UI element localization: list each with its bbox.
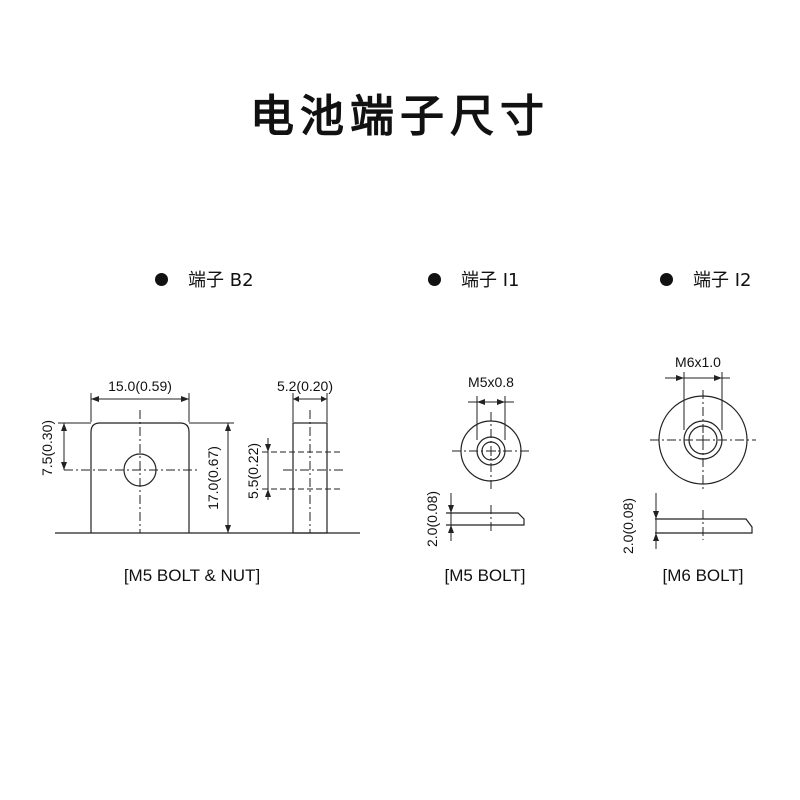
dimension-half-height: 7.5(0.30) bbox=[39, 420, 55, 476]
terminal-heading-i1: 端子 I1 bbox=[428, 266, 519, 292]
terminal-b2-caption: [M5 BOLT & NUT] bbox=[124, 566, 260, 585]
terminal-heading-label: 端子 I2 bbox=[693, 270, 752, 291]
dimension-thickness: 2.0(0.08) bbox=[424, 491, 440, 547]
dimension-height: 17.0(0.67) bbox=[205, 446, 221, 510]
terminal-heading-label: 端子 I1 bbox=[461, 270, 520, 291]
page-title: 电池端子尺寸 bbox=[250, 91, 550, 142]
bullet-icon bbox=[155, 272, 168, 286]
dimension-thread: M6x1.0 bbox=[675, 354, 721, 370]
terminal-i2-drawing: M6x1.0 2.0(0.08) [M6 BOLT] bbox=[620, 354, 756, 585]
dimension-hole: 5.5(0.22) bbox=[245, 443, 261, 499]
dimension-thread: M5x0.8 bbox=[468, 374, 514, 390]
terminal-i1-side-profile bbox=[446, 512, 525, 526]
terminal-b2-drawing: 15.0(0.59) 7.5(0.30) 17.0(0.67) 5.2(0.20… bbox=[39, 378, 360, 585]
terminal-i1-drawing: M5x0.8 2.0(0.08) [M5 BOLT] bbox=[424, 374, 530, 585]
terminal-i1-caption: [M5 BOLT] bbox=[445, 566, 526, 585]
bullet-icon bbox=[660, 272, 673, 286]
terminal-heading-i2: 端子 I2 bbox=[660, 266, 751, 292]
dimension-thickness: 5.2(0.20) bbox=[277, 378, 333, 394]
terminal-heading-label: 端子 B2 bbox=[188, 270, 254, 291]
terminal-heading-b2: 端子 B2 bbox=[155, 266, 254, 292]
dimension-thickness: 2.0(0.08) bbox=[620, 498, 636, 554]
dimension-width: 15.0(0.59) bbox=[108, 378, 172, 394]
terminal-i2-caption: [M6 BOLT] bbox=[663, 566, 744, 585]
bullet-icon bbox=[428, 272, 441, 286]
terminal-i2-side-profile bbox=[655, 518, 753, 534]
